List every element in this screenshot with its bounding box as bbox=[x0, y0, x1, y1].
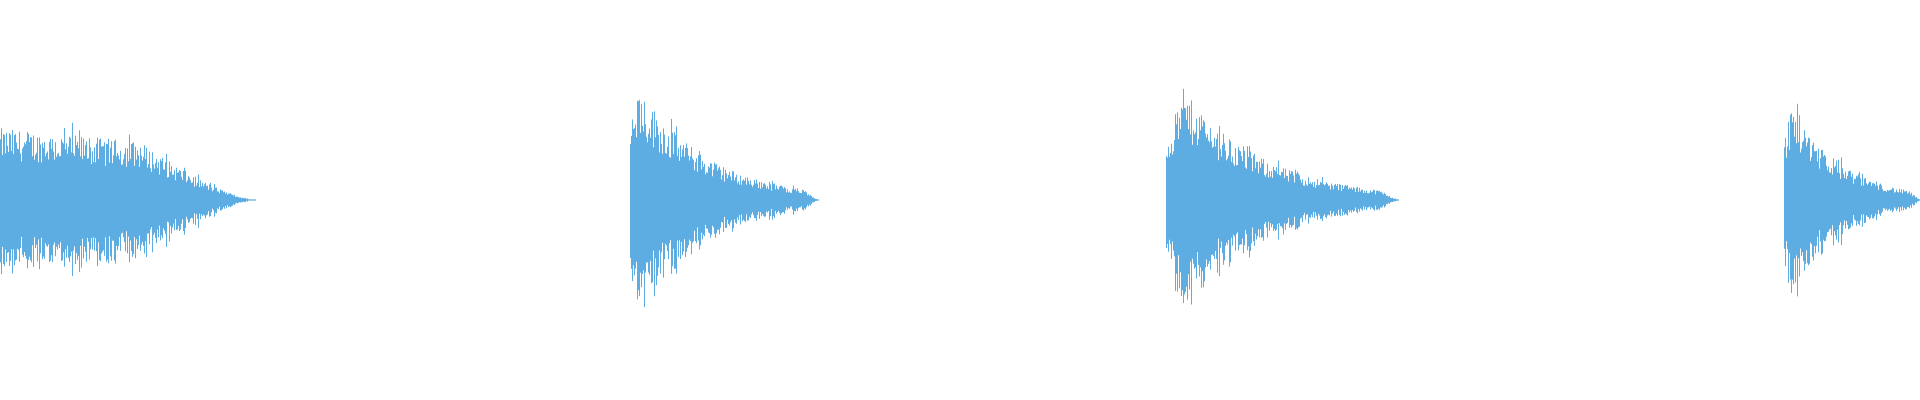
waveform-burst-1-samples bbox=[0, 122, 256, 276]
waveform-bursts bbox=[0, 88, 1920, 308]
waveform-burst-2 bbox=[630, 99, 819, 308]
waveform-burst-4 bbox=[1784, 103, 1920, 297]
waveform-burst-1 bbox=[0, 122, 256, 276]
waveform-burst-3 bbox=[1166, 88, 1399, 305]
waveform-burst-3-samples bbox=[1166, 88, 1399, 305]
waveform-burst-2-samples bbox=[630, 99, 819, 308]
